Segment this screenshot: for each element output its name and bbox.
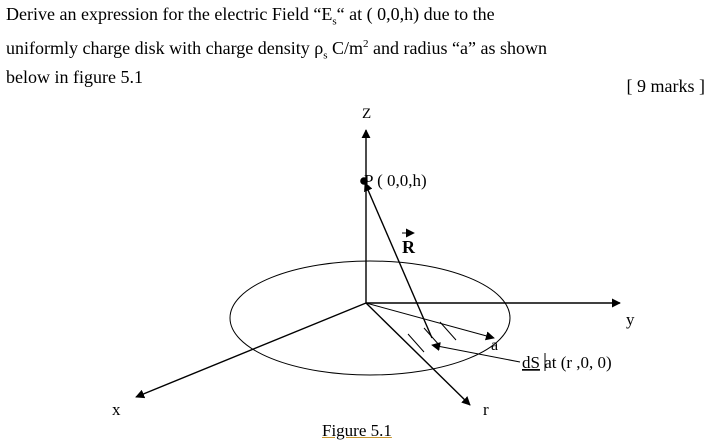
question-text: Derive an expression for the electric Fi… [6,3,706,88]
R-vector [364,182,433,339]
figure-caption: Figure 5.1 [322,421,392,440]
marks-label: [ 9 marks ] [626,76,705,96]
question-line-2: uniformly charge disk with charge densit… [6,37,547,62]
dS-element-tick-3 [439,321,457,341]
r-axis-label: r [483,400,489,419]
dS-pointer [431,342,521,363]
x-axis [135,302,367,399]
charged-disk [229,260,511,376]
r-axis [365,302,471,406]
dS-label-part-2: at (r ,0, 0) [540,353,612,372]
z-axis-label: Z [362,106,371,122]
point-P-dot [360,177,368,185]
radius-a-label: a [491,337,498,354]
dS-element-tick-2 [423,327,441,347]
question-line-1: Derive an expression for the electric Fi… [6,4,495,28]
R-vector-label: R [402,237,416,257]
radius-a-vector [365,302,495,341]
dS-label-part-1: dS [522,353,540,372]
dS-label: dS at (r ,0, 0) [522,353,612,372]
x-axis-label: x [112,400,121,419]
dS-element-tick-1 [407,333,425,353]
point-P-label: P ( 0,0,h) [364,171,427,190]
y-axis-label: y [626,310,635,329]
question-line-3: below in figure 5.1 [6,67,143,88]
